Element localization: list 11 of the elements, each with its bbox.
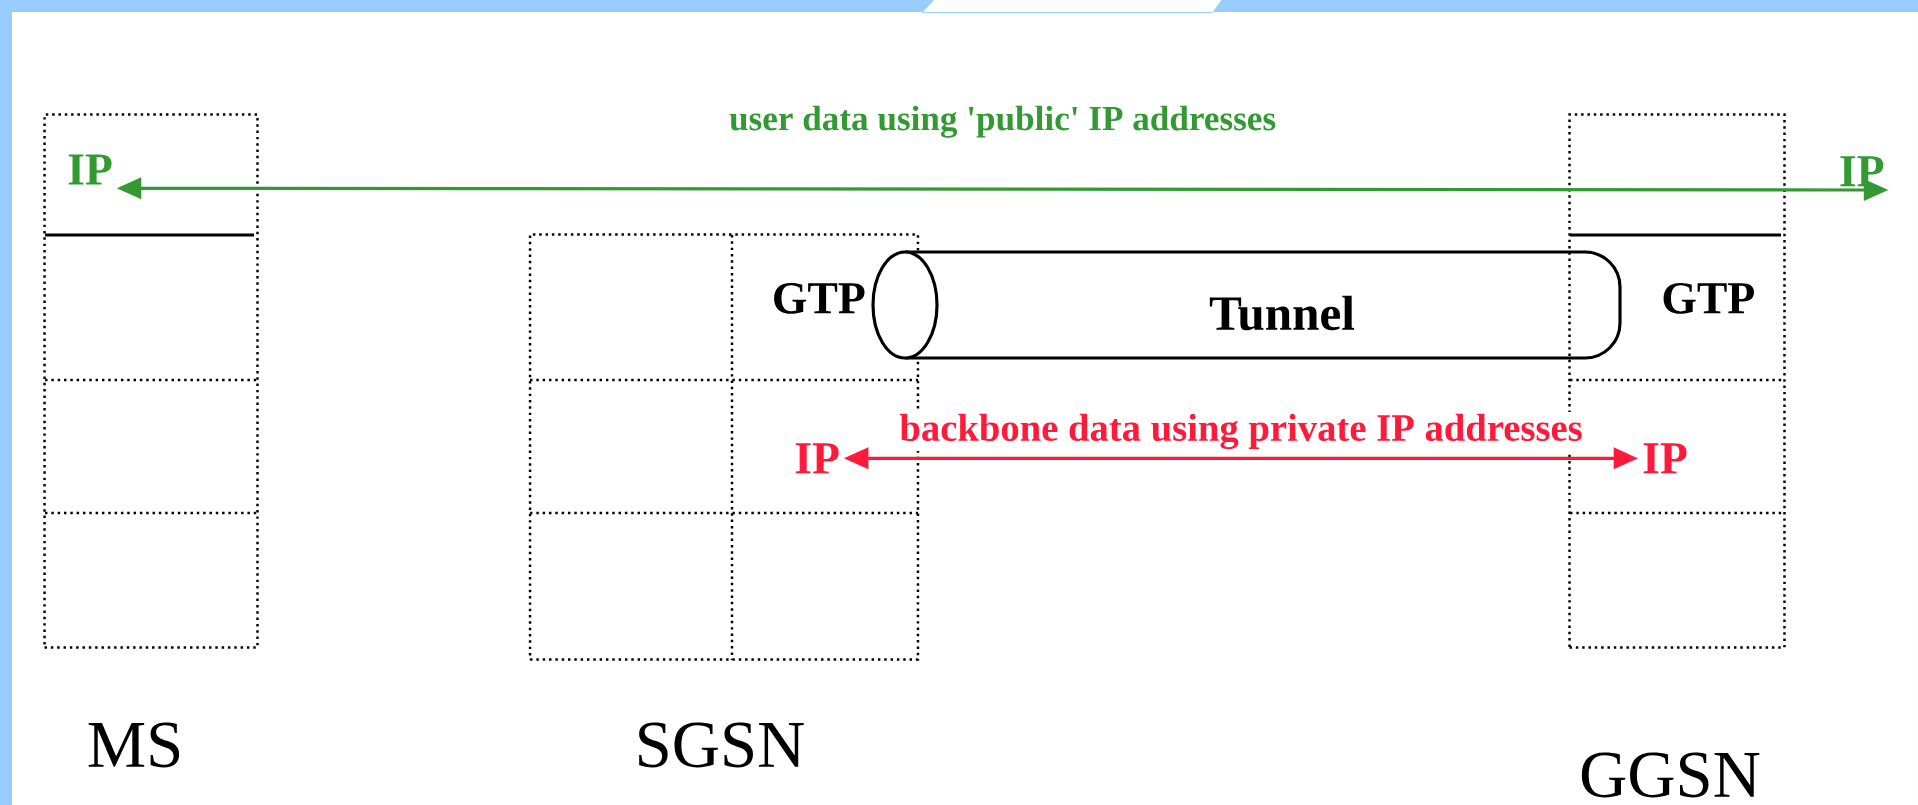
- protocol-label: IP: [1643, 443, 1687, 474]
- tunnel-cylinder: Tunnel: [871, 250, 1622, 360]
- node-label: MS: [88, 722, 180, 768]
- protocol-label: IP: [68, 154, 112, 185]
- edge-label: backbone data using private IP addresses: [897, 412, 1585, 451]
- edge-label: user data using 'public' IP addresses: [727, 103, 1278, 140]
- protocol-label: GTP: [1663, 282, 1754, 314]
- protocol-label: IP: [795, 443, 839, 474]
- node-label: GGSN: [1581, 752, 1760, 798]
- protocol-label: GTP: [774, 282, 865, 314]
- node-label: SGSN: [639, 722, 804, 768]
